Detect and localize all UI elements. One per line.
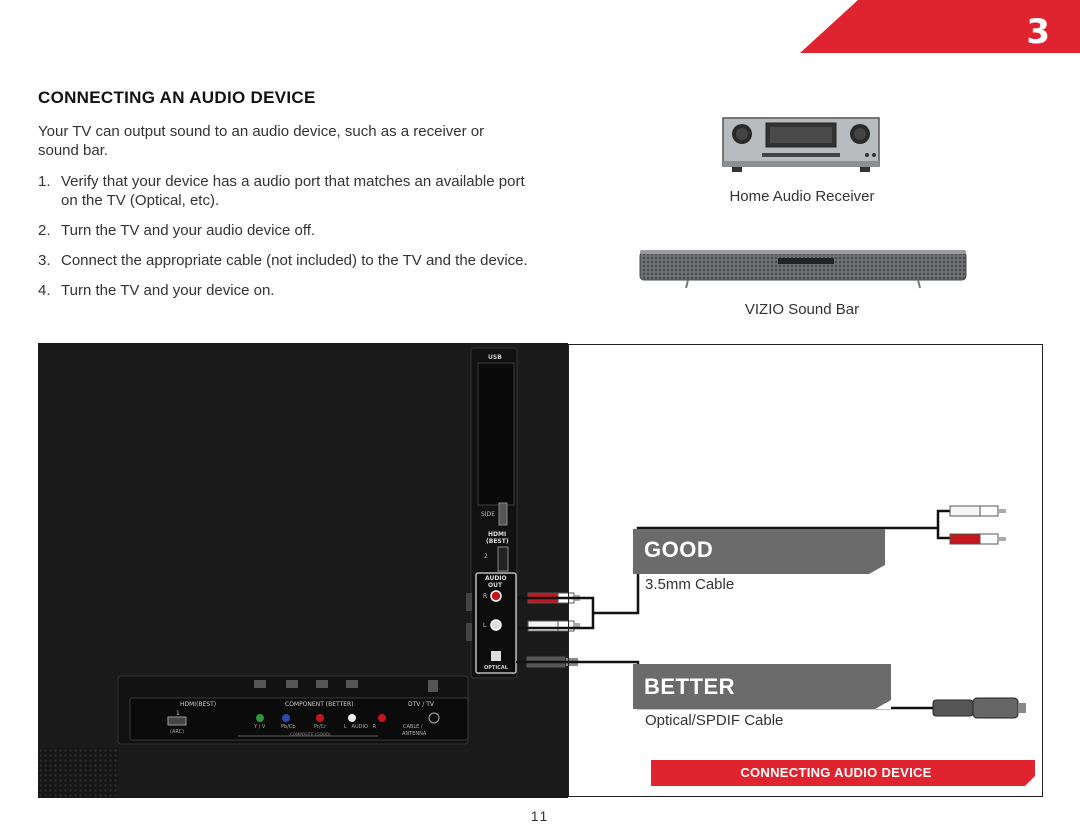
- list-item: 1. Verify that your device has a audio po…: [38, 172, 528, 210]
- step-number: 2.: [38, 222, 51, 239]
- better-label-tab: [633, 664, 891, 709]
- chapter-number: 3: [1026, 12, 1050, 52]
- section-banner-label: CONNECTING AUDIO DEVICE: [740, 765, 932, 780]
- good-title: GOOD: [644, 537, 714, 562]
- list-item: 2. Turn the TV and your audio device off.: [38, 221, 528, 240]
- better-title: BETTER: [644, 674, 735, 699]
- connection-diagram: [38, 343, 1026, 798]
- better-cable-text: Optical/SPDIF Cable: [645, 712, 784, 729]
- list-item: 4. Turn the TV and your device on.: [38, 281, 528, 300]
- step-text: Connect the appropriate cable (not inclu…: [61, 252, 528, 269]
- step-text: Turn the TV and your audio device off.: [61, 222, 316, 239]
- good-label-tab: [633, 529, 885, 574]
- step-number: 1.: [38, 173, 51, 190]
- good-cable-text: 3.5mm Cable: [645, 576, 735, 593]
- step-number: 4.: [38, 282, 51, 299]
- intro-paragraph: Your TV can output sound to an audio dev…: [38, 123, 485, 159]
- section-heading: CONNECTING AN AUDIO DEVICE: [38, 88, 316, 107]
- soundbar-caption: VIZIO Sound Bar: [744, 301, 860, 318]
- receiver-caption: Home Audio Receiver: [729, 188, 875, 205]
- cable-options-panel: [568, 344, 1043, 797]
- list-item: 3. Connect the appropriate cable (not inc…: [38, 251, 528, 270]
- chapter-corner-tab: [800, 0, 1080, 53]
- vizio-sound-bar-image: [639, 250, 967, 289]
- step-text: Verify that your device has a audio port…: [61, 173, 525, 209]
- home-audio-receiver-image: [722, 117, 880, 172]
- steps-list: 1. Verify that your device has a audio po…: [38, 172, 528, 311]
- step-number: 3.: [38, 252, 51, 269]
- step-text: Turn the TV and your device on.: [61, 282, 275, 299]
- section-banner: CONNECTING AUDIO DEVICE: [651, 760, 1035, 786]
- page-number: 11: [530, 808, 550, 824]
